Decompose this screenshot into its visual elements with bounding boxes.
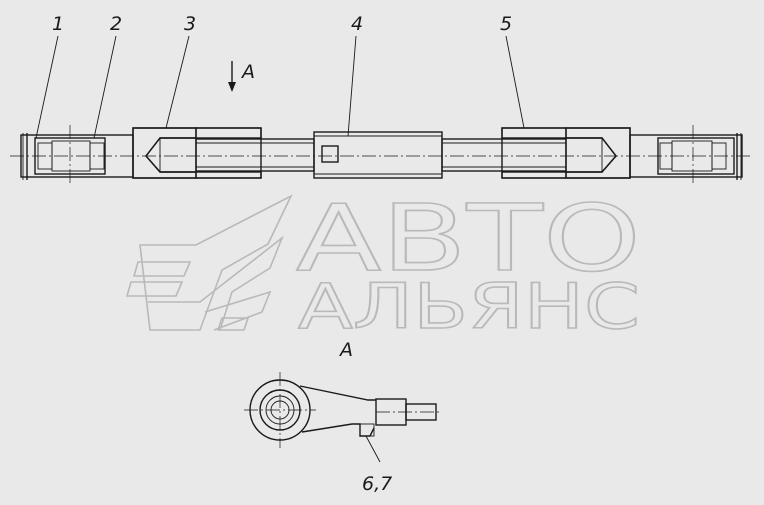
view-arrow-label: A — [240, 61, 255, 83]
watermark-line2: АЛЬЯНС — [298, 270, 640, 343]
callout-3: 3 — [184, 13, 196, 35]
watermark-line1: АВТО — [296, 185, 641, 292]
center-tube — [313, 131, 443, 179]
callout-2: 2 — [110, 13, 122, 35]
detail-view-a — [244, 372, 440, 463]
detail-callout: 6,7 — [362, 473, 392, 495]
watermark-logo — [125, 194, 293, 331]
right-threaded-rod — [441, 138, 567, 172]
callout-1: 1 — [52, 13, 64, 35]
view-arrow — [228, 61, 236, 92]
callout-4: 4 — [351, 13, 363, 35]
rod-assembly — [10, 125, 752, 186]
left-threaded-rod — [195, 138, 315, 172]
view-label: A — [338, 339, 353, 361]
leader-lines — [35, 35, 525, 139]
callout-5: 5 — [500, 13, 512, 35]
